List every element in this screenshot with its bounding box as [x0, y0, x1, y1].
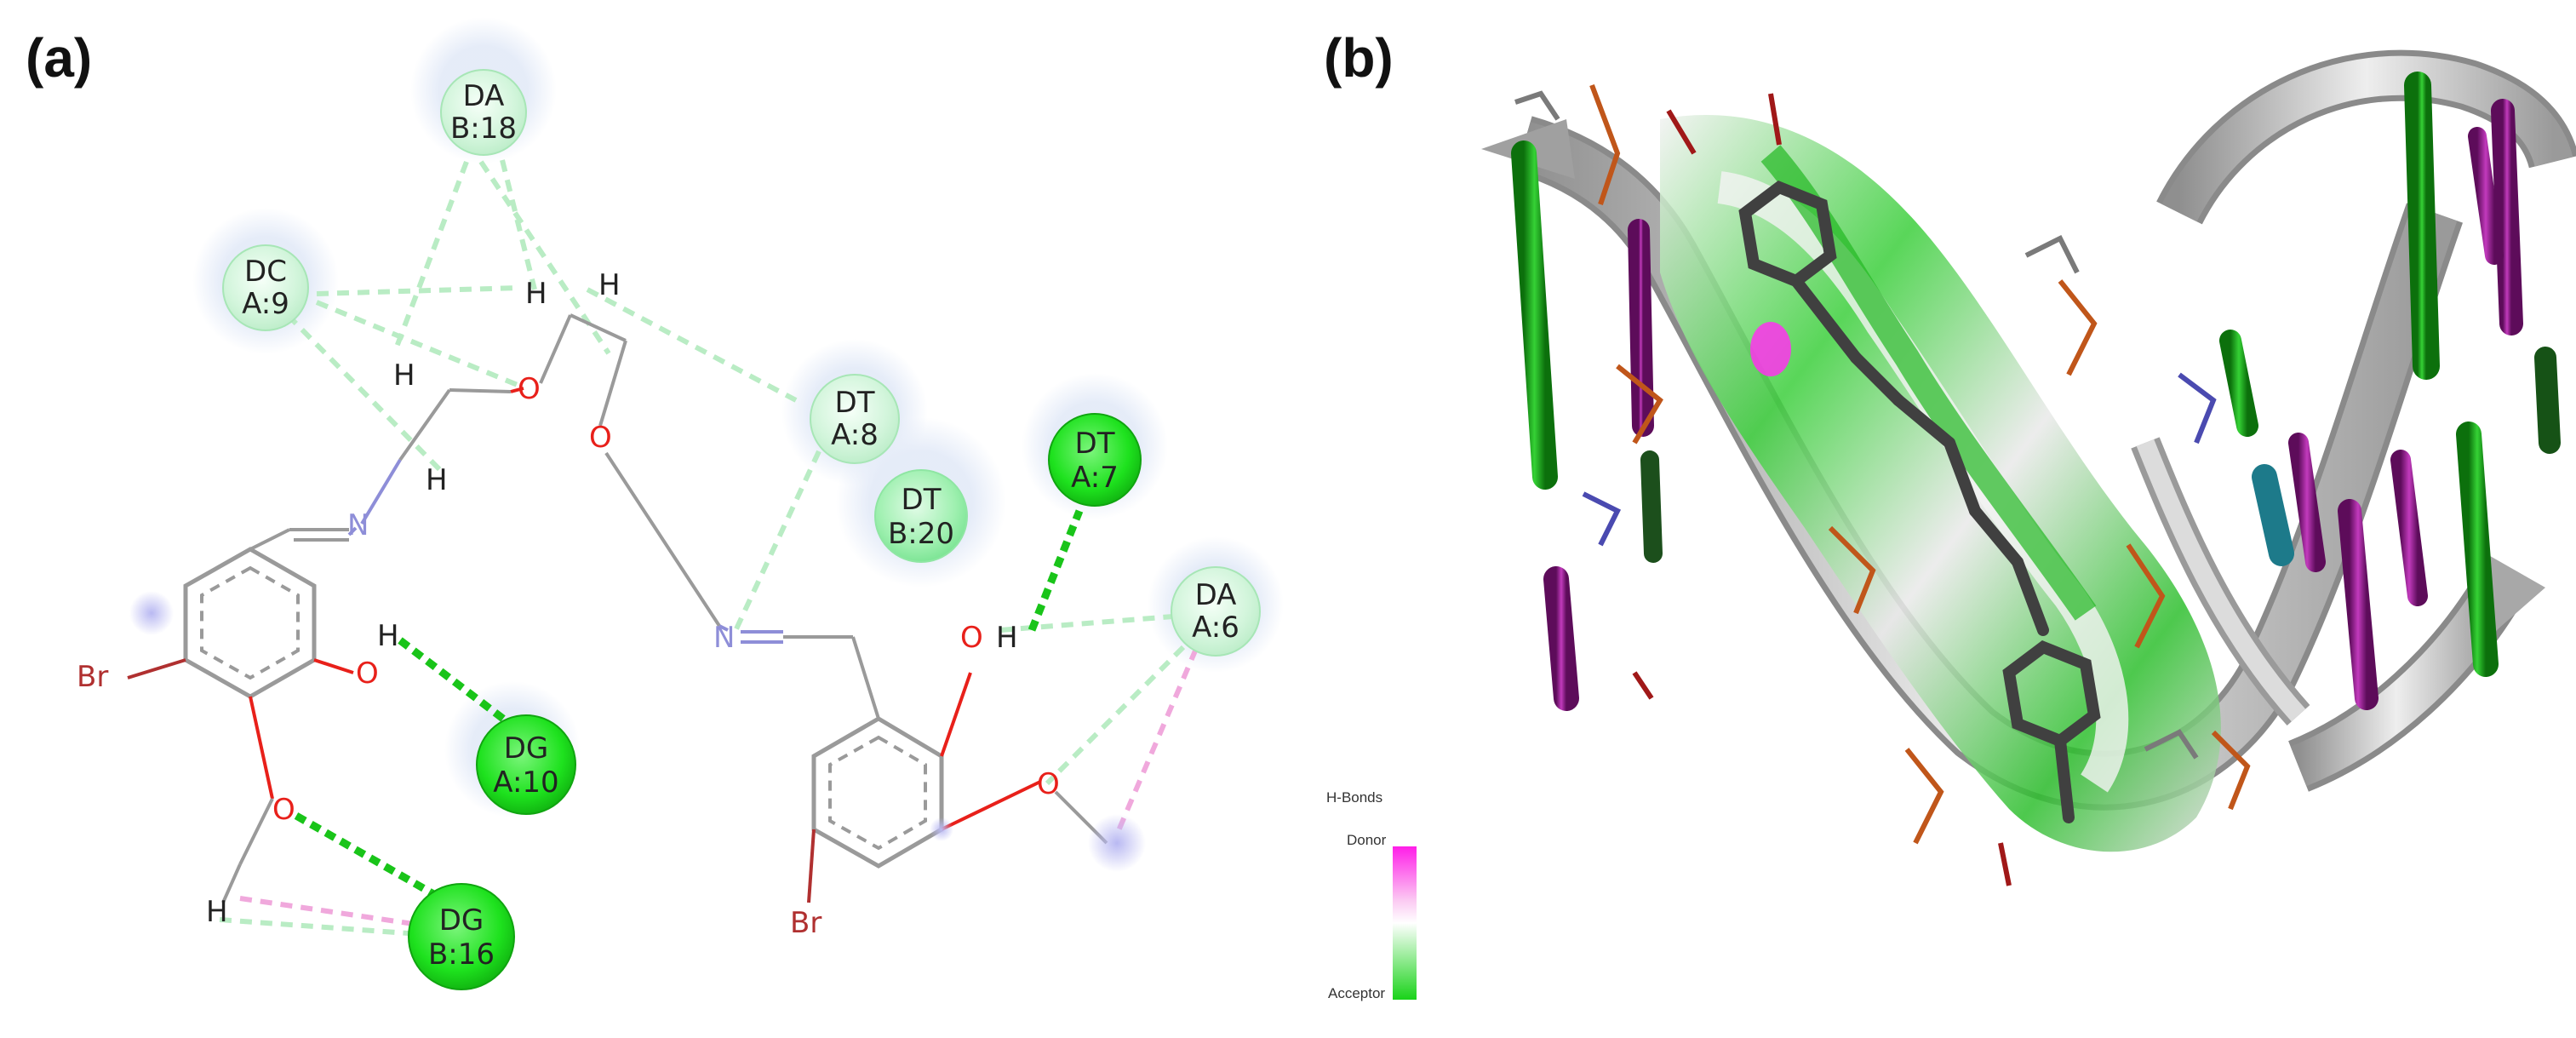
- residue-disc-da-b18: [440, 69, 527, 156]
- residue-disc-dt-a8: [810, 374, 900, 464]
- residue-dt-a7-name: DT: [1075, 427, 1115, 461]
- hydrogen-atom-linker-3: H: [525, 277, 547, 311]
- residue-dt-b20-chain: B:20: [888, 517, 954, 551]
- weak-interaction-lines: [219, 159, 1186, 939]
- nitrogen-atom-right: N: [713, 621, 735, 655]
- residue-dg-a10-chain: A:10: [493, 766, 558, 800]
- right-aromatic-ring: [811, 716, 944, 869]
- panel-b-label: (b): [1324, 27, 1394, 89]
- legend-title: H-Bonds: [1326, 789, 1382, 806]
- residue-disc-dg-b16: [408, 883, 515, 990]
- residue-disc-dt-b20: [874, 469, 968, 563]
- residue-dg-b16-chain: B:16: [428, 938, 495, 972]
- dna-base-rods: [1511, 72, 2561, 711]
- residue-halos: [192, 17, 1284, 817]
- residue-dg-b16-name: DG: [439, 903, 484, 938]
- hbond-legend: H-Bonds Donor Acceptor: [1326, 789, 1417, 1001]
- oxygen-atom-phenol-right: O: [960, 621, 983, 655]
- left-substituent-bonds: [127, 387, 524, 903]
- hydrogen-atom-linker-1: H: [393, 358, 415, 393]
- panel-a-interaction-diagram: (a): [26, 17, 1284, 990]
- residue-dg-a10-name: DG: [504, 731, 549, 766]
- bromine-atom-left: Br: [77, 660, 108, 694]
- atom-glows: [129, 591, 1146, 872]
- oxygen-atom-methoxy-right: O: [1037, 767, 1060, 801]
- pi-interaction-lines: [239, 647, 1199, 931]
- oxygen-atom-linker-2: O: [589, 421, 612, 455]
- residue-disc-dg-a10: [476, 714, 576, 815]
- hydrogen-atom-methoxy-left: H: [206, 895, 228, 929]
- legend-donor-label: Donor: [1347, 832, 1387, 848]
- residue-dt-a8-chain: A:8: [831, 418, 879, 452]
- left-aromatic-ring: [183, 547, 317, 699]
- residue-da-b18-chain: B:18: [450, 112, 517, 146]
- residue-da-a6-name: DA: [1195, 578, 1237, 612]
- legend-acceptor-label: Acceptor: [1328, 985, 1385, 1001]
- residue-da-b18-name: DA: [463, 79, 505, 113]
- hydrogen-atom-phenol-left: H: [377, 619, 399, 653]
- residue-disc-dt-a7: [1048, 413, 1142, 507]
- hydrogen-atom-phenol-right: H: [996, 621, 1018, 655]
- linker-bonds: [539, 313, 853, 644]
- oxygen-atom-methoxy-left: O: [272, 793, 295, 827]
- residue-da-a6-chain: A:6: [1192, 611, 1239, 645]
- hydrogen-atom-linker-4: H: [598, 268, 621, 302]
- hydrogen-atom-linker-2: H: [426, 463, 448, 497]
- panel-a-label: (a): [26, 27, 92, 89]
- residue-dt-a7-chain: A:7: [1071, 461, 1119, 495]
- residue-disc-dc-a9: [222, 244, 309, 331]
- residue-disc-da-a6: [1171, 566, 1261, 657]
- residue-dc-a9-chain: A:9: [242, 287, 289, 321]
- residue-dt-b20-name: DT: [902, 483, 942, 517]
- residue-dt-a8-name: DT: [835, 386, 875, 420]
- ligand-stick-model: [1738, 181, 2101, 823]
- oxygen-atom-phenol-left: O: [356, 657, 379, 691]
- residue-discs: DA B:18 DC A:9 DT A:8 DT B:20 DT A:7 DA …: [222, 69, 1261, 990]
- residue-dc-a9-name: DC: [244, 255, 287, 289]
- bromine-atom-right: Br: [790, 906, 821, 940]
- legend-color-bar: [1393, 846, 1417, 1000]
- oxygen-atom-linker-1: O: [518, 372, 541, 406]
- right-substituent-bonds: [807, 636, 1108, 903]
- nitrogen-atom-left: N: [347, 508, 369, 542]
- wireframe-atoms: [1514, 83, 2251, 886]
- panel-b-3d-docking-view: (b): [1324, 27, 2576, 886]
- atom-labels: Br O H O H N H H O H H O N O H O Br: [77, 268, 1060, 940]
